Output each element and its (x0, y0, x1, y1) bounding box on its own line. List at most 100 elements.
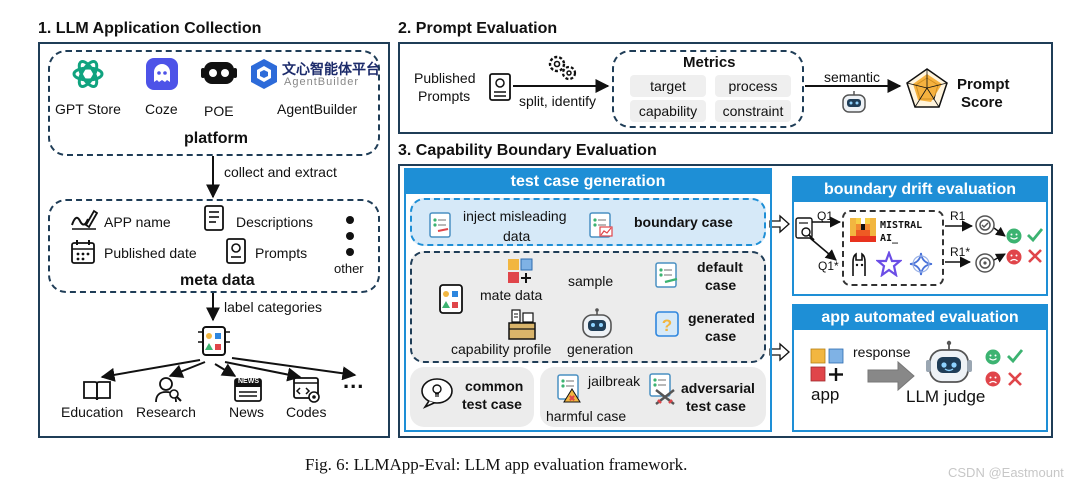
q1-star-label: Q1* (818, 259, 839, 273)
default-case-1: default (697, 259, 743, 275)
generation-robot-icon (580, 308, 614, 340)
published-prompts-line2: Prompts (418, 88, 471, 104)
cross-icon-2 (1007, 371, 1023, 387)
metric-target: target (630, 75, 706, 97)
auto-eval-header: app automated evaluation (794, 306, 1046, 330)
model-star-icon (876, 251, 902, 277)
published-prompts-line1: Published (414, 70, 476, 86)
generation-label: generation (567, 341, 634, 357)
agentbuilder-logo-text: 文心智能体平台 (282, 61, 380, 77)
idea-bubble-icon (420, 377, 454, 409)
clipboard-boundary-icon (588, 210, 614, 238)
semantic-label: semantic (824, 69, 881, 85)
platform-box (48, 50, 380, 156)
svg-text:?: ? (662, 316, 672, 335)
meta-data-label: meta data (180, 272, 255, 289)
figure-caption: Fig. 6: LLMApp-Eval: LLM app evaluation … (305, 455, 688, 474)
section2-panel (398, 42, 1053, 134)
published-date-icon (70, 239, 96, 265)
mistral-text-2: AI_ (880, 233, 899, 244)
split-identify-label: split, identify (519, 93, 597, 109)
section3-title: 3. Capability Boundary Evaluation (398, 142, 657, 159)
target-icon-2 (974, 252, 996, 274)
coze-icon (144, 56, 180, 92)
section1-panel (38, 42, 390, 438)
happy-face-icon-2 (985, 349, 1001, 365)
mate-data-source-icon (436, 282, 466, 316)
prompt-score-line2: Score (961, 94, 1003, 111)
metric-process: process (715, 75, 791, 97)
section3-panel (398, 164, 1053, 438)
platform-coze: Coze (145, 101, 178, 117)
boundary-case-box (410, 198, 766, 246)
eval-arrow-2 (993, 253, 1006, 263)
descriptions-icon (202, 204, 226, 232)
codes-icon (292, 376, 322, 404)
jailbreak-label: jailbreak (588, 373, 641, 389)
research-icon (152, 375, 182, 403)
other-dots (345, 215, 355, 261)
metrics-title: Metrics (683, 54, 736, 71)
agentbuilder-logo-sub: AgentBuilder (284, 76, 359, 88)
adversarial-case-icon (648, 372, 678, 406)
platform-poe: POE (204, 103, 234, 119)
mistral-text-1: MISTRAL (880, 220, 923, 231)
robot-small-icon (840, 90, 868, 114)
generated-case-1: generated (688, 310, 755, 326)
adversarial-case-2: test case (686, 398, 746, 414)
metric-capability: capability (630, 100, 706, 122)
clipboard-icon-1 (428, 210, 452, 238)
platform-label: platform (184, 130, 248, 147)
capability-profile-icon (506, 307, 538, 341)
meta-prompts: Prompts (255, 245, 308, 261)
app-label: app (811, 385, 840, 404)
section1-title: 1. LLM Application Collection (38, 20, 262, 37)
category-news: News (229, 404, 265, 420)
metrics-box (612, 50, 804, 128)
cat-arrow-codes (224, 361, 302, 382)
platform-agentbuilder: AgentBuilder (277, 101, 358, 117)
check-icon-2 (1006, 347, 1024, 365)
common-case-1: common (465, 378, 524, 394)
categories-ellipsis: ... (343, 368, 365, 393)
category-codes: Codes (286, 404, 327, 420)
generation-box (410, 251, 766, 363)
radar-chart-icon (904, 66, 950, 110)
platform-gpt-store: GPT Store (55, 101, 121, 117)
gears-icon (545, 52, 579, 82)
common-case-2: test case (462, 396, 522, 412)
section2-title: 2. Prompt Evaluation (398, 20, 558, 37)
happy-face-icon-1 (1006, 228, 1022, 244)
svg-text:✖: ✖ (569, 394, 576, 403)
meta-descriptions: Descriptions (236, 214, 314, 230)
classifier-icon (198, 322, 230, 360)
prompts-icon (225, 237, 247, 265)
agentbuilder-icon (249, 57, 279, 91)
education-icon (82, 378, 112, 402)
collect-label: collect and extract (224, 164, 337, 180)
eval-arrow-1 (993, 226, 1006, 237)
prompt-score-line1: Prompt (957, 76, 1010, 93)
q1star-arrow (809, 237, 837, 261)
target-icon-1 (974, 214, 996, 236)
category-research: Research (136, 404, 196, 420)
sample-label: sample (568, 273, 614, 289)
llm-judge-robot-icon (926, 340, 972, 386)
llama-icon (848, 252, 870, 278)
meta-app-name: APP name (104, 214, 171, 230)
prompt-doc-icon (488, 72, 512, 102)
label-categories: label categories (224, 299, 323, 315)
mate-data-icon (506, 257, 534, 285)
meta-published-date: Published date (104, 245, 197, 261)
cat-arrow-education (100, 359, 201, 382)
check-icon-1 (1026, 226, 1044, 244)
default-case-2: case (705, 277, 737, 293)
llm-judge-label: LLM judge (906, 387, 986, 406)
tcg-header: test case generation (406, 170, 770, 194)
gpt-store-icon (70, 56, 106, 92)
watermark: CSDN @Eastmount (948, 465, 1064, 480)
metric-constraint: constraint (715, 100, 791, 122)
cross-icon-1 (1027, 248, 1043, 264)
sad-face-icon-1 (1006, 249, 1022, 265)
news-icon (233, 377, 263, 403)
